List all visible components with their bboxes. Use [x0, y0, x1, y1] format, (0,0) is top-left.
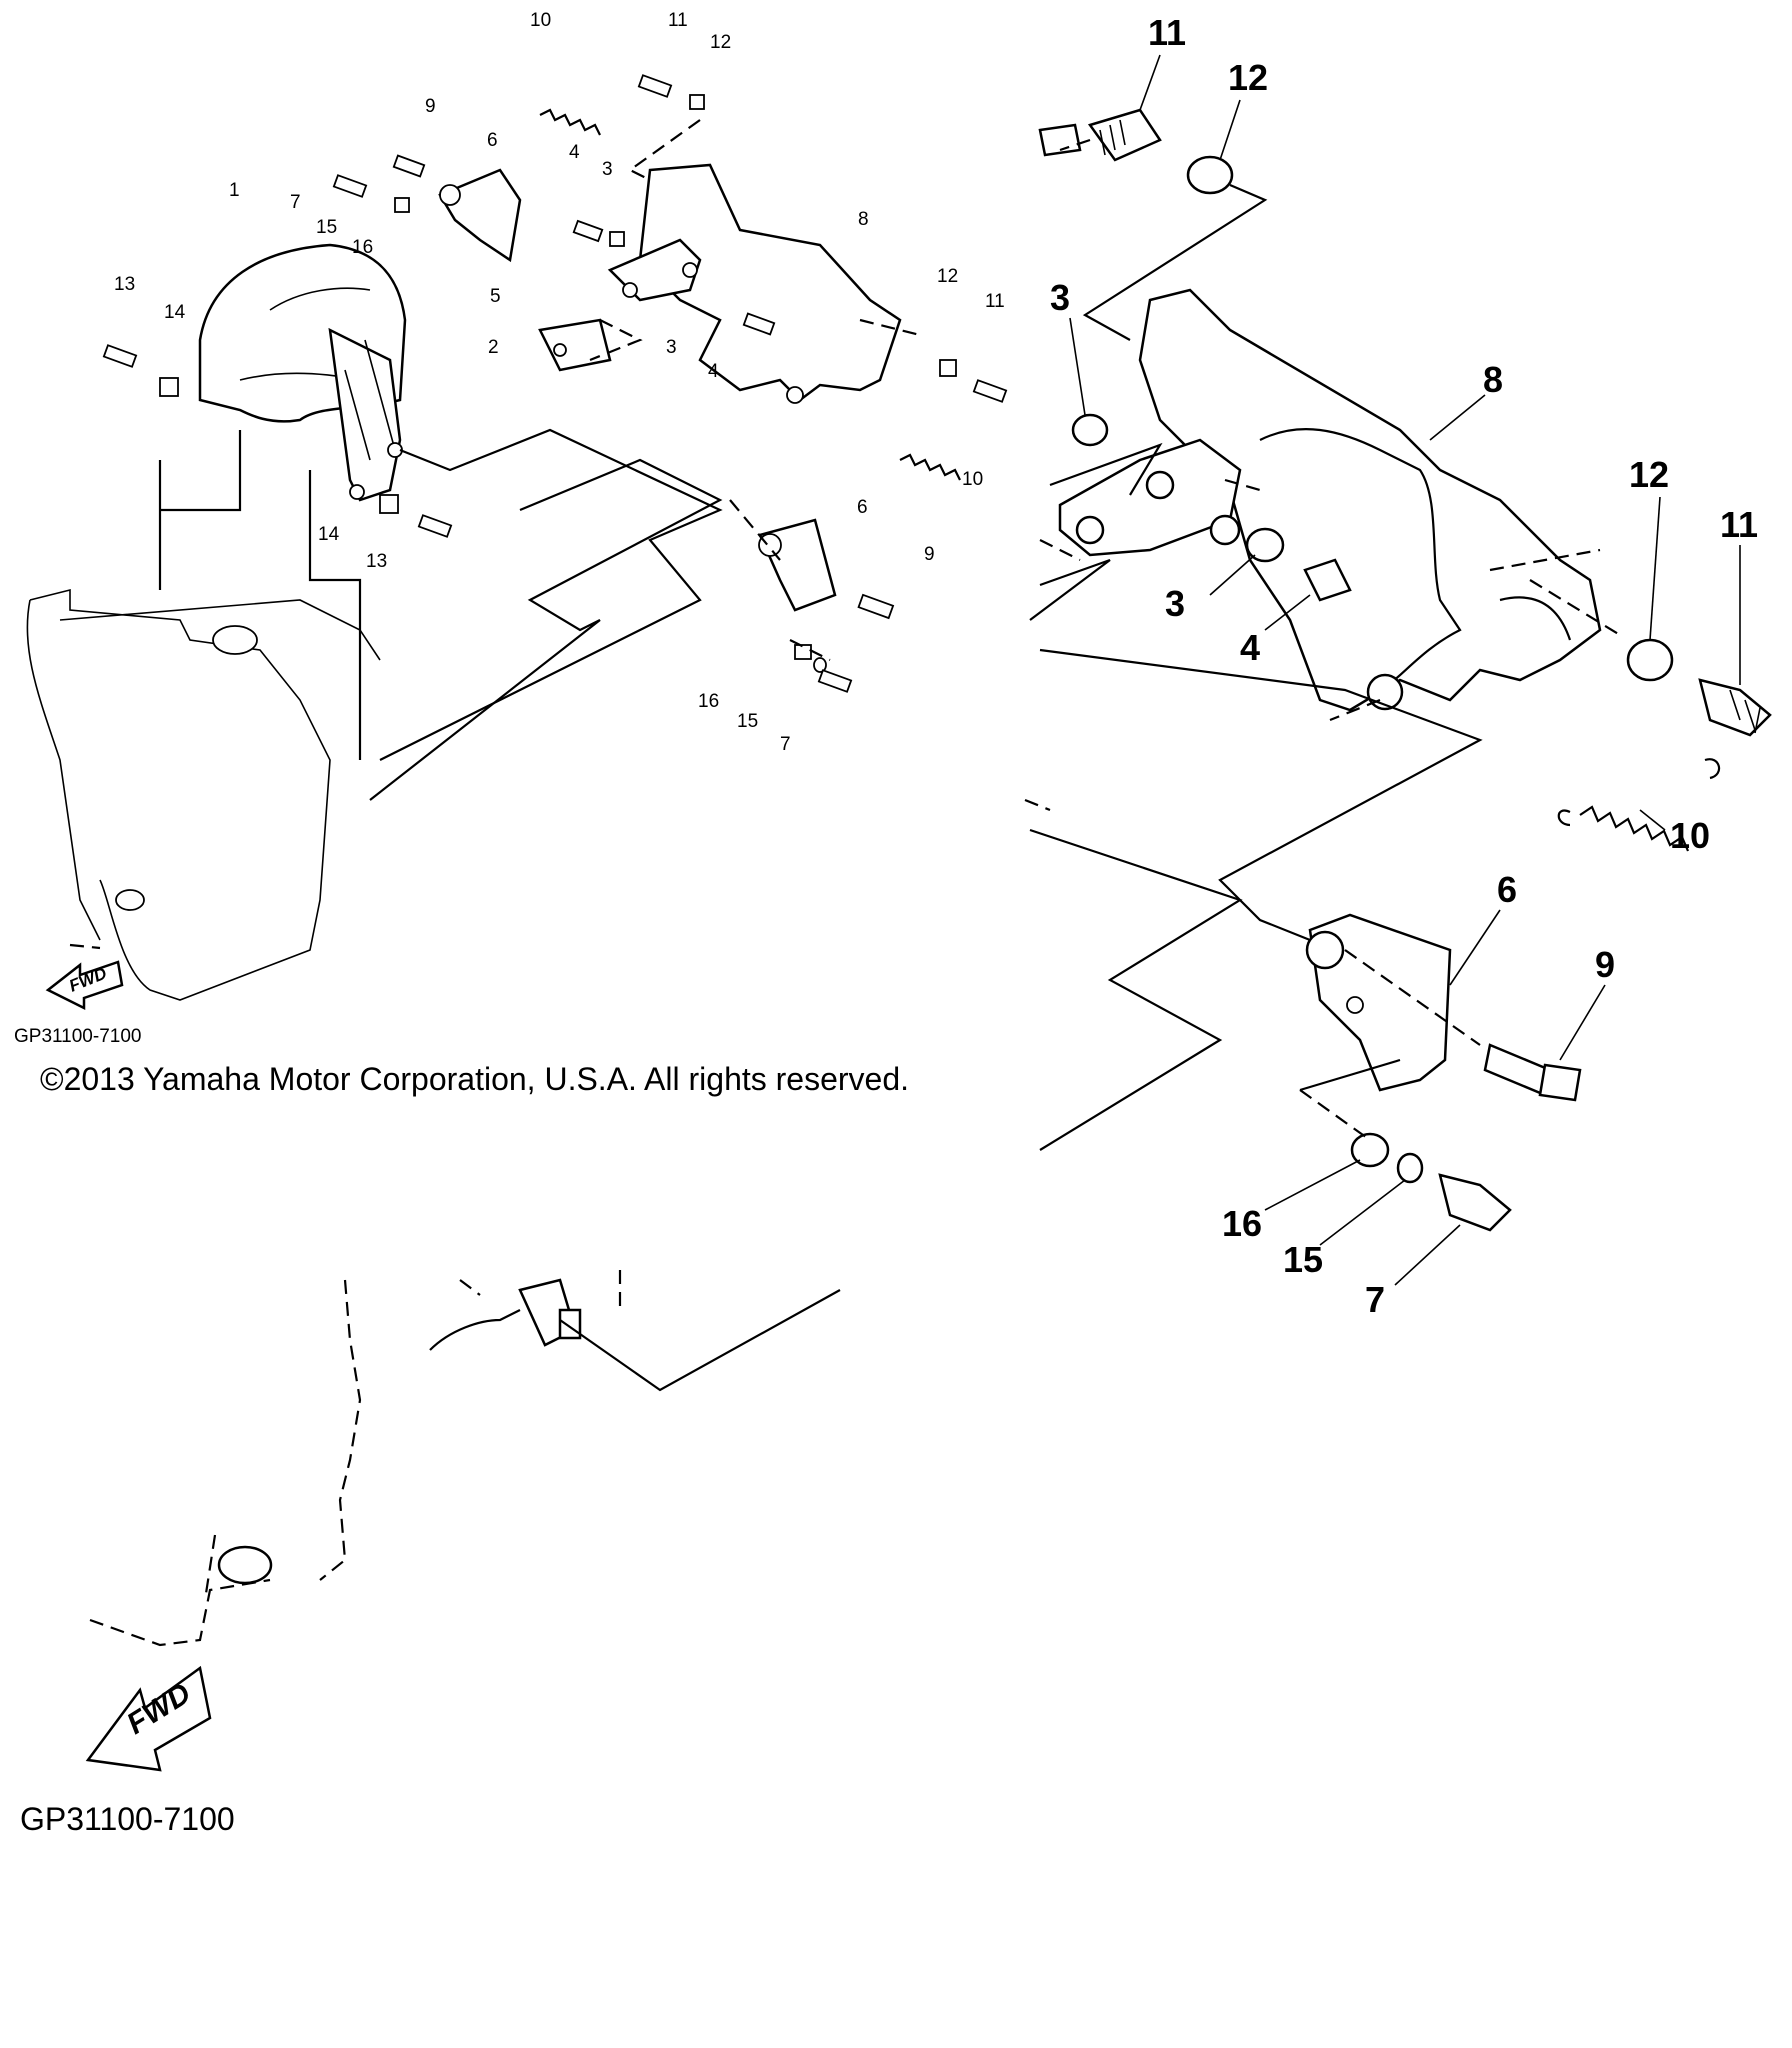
- callout-12: 12: [710, 32, 731, 53]
- detail-callouts: 11 12 3 8 12 11 3 4 10 6 9 16 15 7: [1050, 12, 1758, 1320]
- callout-16: 16: [352, 237, 373, 258]
- callout-1: 1: [229, 180, 240, 201]
- detail-callout-12-right: 12: [1629, 454, 1669, 495]
- detail-callout-8: 8: [1483, 359, 1503, 400]
- fwd-arrow-small-icon: [45, 960, 124, 1011]
- fwd-arrow-large-icon: [85, 1665, 212, 1772]
- callout-7: 7: [290, 192, 301, 213]
- callout-16b: 16: [698, 691, 719, 712]
- detail-callout-4: 4: [1240, 627, 1260, 668]
- detail-callout-16: 16: [1222, 1203, 1262, 1244]
- drawing-code-large: GP31100-7100: [20, 1801, 235, 1837]
- callout-6b: 6: [857, 497, 868, 518]
- zoom-lower-left: FWD GP31100-7100: [20, 1270, 841, 1837]
- callout-14: 14: [164, 302, 186, 323]
- drawing-code-small: GP31100-7100: [14, 1026, 141, 1047]
- callout-3: 3: [602, 159, 613, 180]
- zoom-detail-right: [1024, 108, 1772, 1232]
- callout-13b: 13: [366, 551, 387, 572]
- callout-5: 5: [490, 286, 501, 307]
- detail-callout-15: 15: [1283, 1239, 1323, 1280]
- detail-callout-12: 12: [1228, 57, 1268, 98]
- detail-callout-7: 7: [1365, 1279, 1385, 1320]
- callout-13: 13: [114, 274, 135, 295]
- callout-7b: 7: [780, 734, 791, 755]
- callout-2: 2: [488, 337, 499, 358]
- detail-callout-6: 6: [1497, 869, 1517, 910]
- callout-8: 8: [858, 209, 869, 230]
- callout-4b: 4: [708, 361, 719, 382]
- callout-10: 10: [530, 10, 551, 31]
- detail-callout-3: 3: [1165, 583, 1185, 624]
- callout-15b: 15: [737, 711, 758, 732]
- detail-callout-11-right: 11: [1720, 504, 1758, 545]
- detail-callout-9: 9: [1595, 944, 1615, 985]
- callout-3b: 3: [666, 337, 677, 358]
- callout-14b: 14: [318, 524, 340, 545]
- callout-4: 4: [569, 142, 580, 163]
- callout-15: 15: [316, 217, 337, 238]
- detail-callout-3-top: 3: [1050, 277, 1070, 318]
- overview-diagram: [26, 74, 1008, 1011]
- detail-callout-11: 11: [1148, 12, 1186, 53]
- callout-11b: 11: [985, 291, 1005, 312]
- copyright-notice: ©2013 Yamaha Motor Corporation, U.S.A. A…: [40, 1061, 909, 1097]
- callout-11: 11: [668, 10, 688, 31]
- callout-6: 6: [487, 130, 498, 151]
- callout-12b: 12: [937, 266, 958, 287]
- detail-callout-10: 10: [1670, 815, 1710, 856]
- callout-10b: 10: [962, 469, 983, 490]
- callout-9b: 9: [924, 544, 935, 565]
- callout-9: 9: [425, 96, 436, 117]
